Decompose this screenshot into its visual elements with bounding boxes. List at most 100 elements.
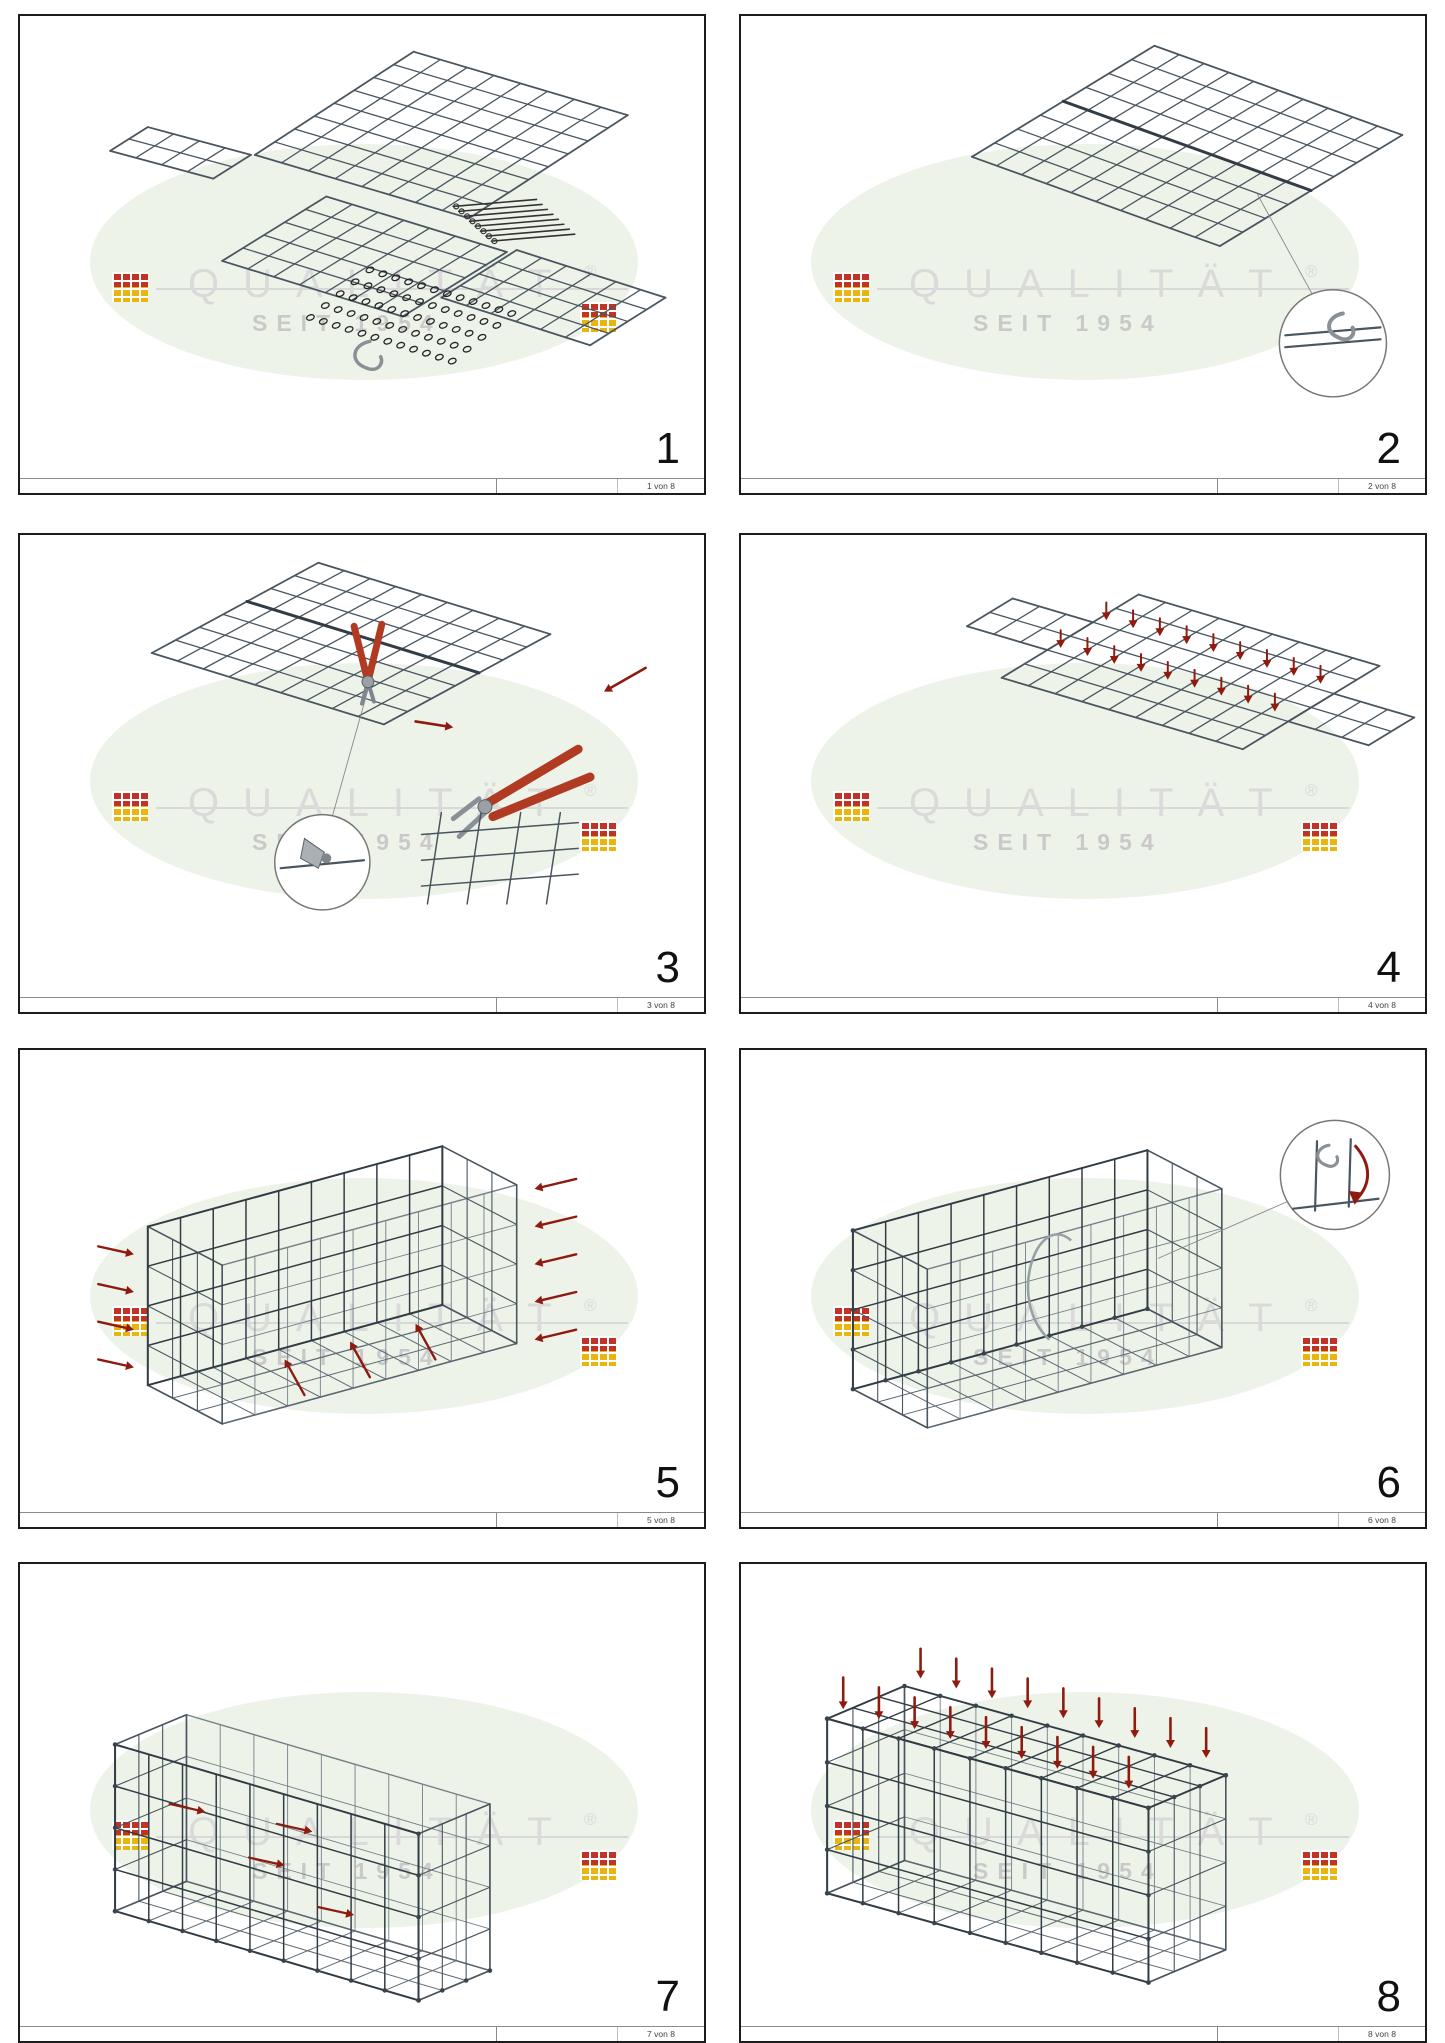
registered-mark: ® [584, 1810, 597, 1829]
basket [114, 1713, 491, 2002]
step-panel-8: QUALITÄT ® SEIT 1954 8 8 von 8 [739, 1562, 1427, 2043]
spiral-joints [112, 1742, 493, 2003]
titleblock: 5 von 8 [496, 1513, 704, 1527]
step-number: 5 [655, 1458, 680, 1507]
c-clip-supply [305, 266, 517, 365]
brand-logo-icon [112, 791, 148, 821]
step-panel-3: QUALITÄT ® SEIT 1954 3 3 von 8 [18, 533, 706, 1014]
close-lid-arrows [838, 1647, 1211, 1789]
titleblock-cell [497, 479, 618, 493]
detail-inset [273, 689, 371, 911]
titleblock: 7 von 8 [496, 2027, 704, 2041]
brand-tagline: SEIT 1954 [973, 829, 1163, 855]
step-number: 7 [655, 1972, 680, 2021]
titleblock-cell [1218, 1513, 1339, 1527]
brand-logo-icon [112, 1306, 148, 1336]
step-number: 4 [1376, 943, 1401, 992]
step-number: 1 [655, 424, 680, 473]
step-number: 6 [1376, 1458, 1401, 1507]
titleblock: 2 von 8 [1217, 479, 1425, 493]
titleblock-rule [20, 1512, 704, 1513]
titleblock-rule [741, 478, 1425, 479]
step-number: 3 [655, 943, 680, 992]
watermark-rule [877, 807, 1349, 809]
page-count-label: 8 von 8 [1368, 2029, 1396, 2039]
step-panel-7: QUALITÄT ® SEIT 1954 7 7 von 8 [18, 1562, 706, 2043]
registered-mark: ® [1305, 781, 1318, 800]
titleblock: 3 von 8 [496, 998, 704, 1012]
titleblock-rule [741, 1512, 1425, 1513]
fold-arrows [1056, 601, 1325, 712]
watermark-rule [877, 1322, 1349, 1324]
basket [826, 1685, 1227, 1984]
watermark-rule [877, 288, 1349, 290]
watermark-rule [156, 807, 628, 809]
basket [146, 1145, 518, 1425]
page-count-label: 6 von 8 [1368, 1515, 1396, 1525]
titleblock: 6 von 8 [1217, 1513, 1425, 1527]
registered-mark: ® [1305, 262, 1318, 281]
helical-spiral [1026, 1233, 1072, 1341]
watermark-rule [156, 1836, 628, 1838]
step-panel-4: QUALITÄT ® SEIT 1954 4 4 von 8 [739, 533, 1427, 1014]
illustration-parts-overview [109, 50, 667, 372]
basket [851, 1149, 1223, 1429]
base-mesh [150, 561, 552, 726]
page-count-label: 1 von 8 [647, 481, 675, 491]
titleblock: 8 von 8 [1217, 2027, 1425, 2041]
insert-arrow [1348, 1144, 1369, 1205]
step-panel-2: QUALITÄT ® SEIT 1954 2 2 von 8 [739, 14, 1427, 495]
page-count-label: 7 von 8 [647, 2029, 675, 2039]
mesh-fragment [420, 811, 579, 905]
page-count-label: 4 von 8 [1368, 1000, 1396, 1010]
titleblock-cell [497, 1513, 618, 1527]
illustration-spiral-insertion [112, 1713, 493, 2003]
illustration-unfolded-cross [966, 593, 1416, 751]
brand-logo-icon [580, 821, 616, 851]
step-number: 2 [1376, 424, 1401, 473]
watermark-ellipse [811, 1692, 1359, 1928]
illustration-spiral-detail [850, 1119, 1391, 1429]
brand-logo-icon [833, 791, 869, 821]
spiral-joints [824, 1683, 1229, 1985]
titleblock: 4 von 8 [1217, 998, 1425, 1012]
page-count-label: 5 von 8 [647, 1515, 675, 1525]
titleblock-rule [741, 2026, 1425, 2027]
direction-arrows [414, 666, 647, 731]
illustration-joined-base [971, 44, 1404, 398]
titleblock-cell [497, 2027, 618, 2041]
step-panel-6: QUALITÄT ® SEIT 1954 6 6 von 8 [739, 1048, 1427, 1529]
titleblock-rule [20, 997, 704, 998]
brand-wordmark: QUALITÄT [909, 781, 1297, 825]
brand-logo-icon [1301, 1850, 1337, 1880]
registered-mark: ® [1305, 1296, 1318, 1315]
step-panel-5: QUALITÄT ® SEIT 1954 5 5 von 8 [18, 1048, 706, 1529]
titleblock-cell [1218, 998, 1339, 1012]
registered-mark: ® [584, 1296, 597, 1315]
brand-logo-icon [1301, 821, 1337, 851]
page-count-label: 3 von 8 [647, 1000, 675, 1010]
brand-wordmark: QUALITÄT [188, 1810, 576, 1854]
brand-logo-icon [1301, 1336, 1337, 1366]
titleblock-rule [20, 478, 704, 479]
mesh-panels [109, 50, 667, 347]
illustration-folded-basket [97, 1145, 578, 1425]
titleblock: 1 von 8 [496, 479, 704, 493]
step-panel-1: QUALITÄT ® SEIT 1954 1 1 von 8 [18, 14, 706, 495]
registered-mark: ® [1305, 1810, 1318, 1829]
titleblock-rule [20, 2026, 704, 2027]
step-number: 8 [1376, 1972, 1401, 2021]
unfolded-mesh [966, 593, 1416, 751]
page-count-label: 2 von 8 [1368, 481, 1396, 491]
pliers-icon [350, 620, 386, 706]
detail-inset [1257, 194, 1388, 398]
brand-logo-icon [833, 272, 869, 302]
brand-logo-icon [112, 272, 148, 302]
illustration-crimping-tools [150, 561, 647, 911]
brand-tagline: SEIT 1954 [973, 310, 1163, 336]
detail-inset [1157, 1119, 1391, 1259]
titleblock-rule [741, 997, 1425, 998]
registered-mark: ® [584, 781, 597, 800]
brand-wordmark: QUALITÄT [909, 262, 1297, 306]
